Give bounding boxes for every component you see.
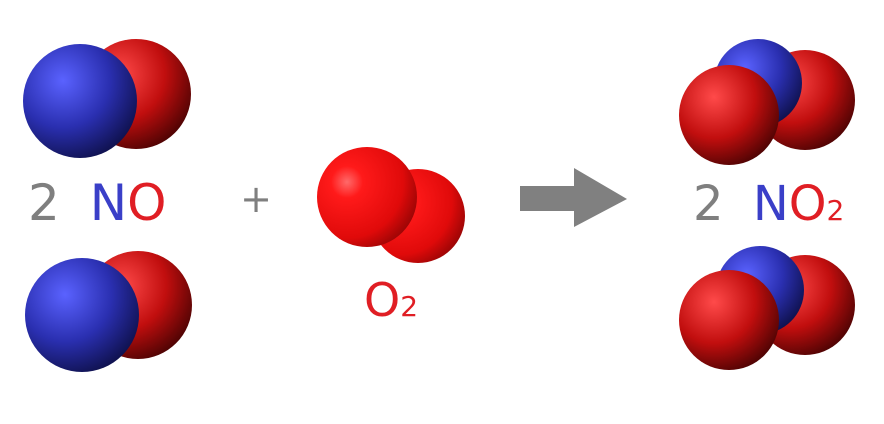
no-molecule-bottom <box>25 251 192 372</box>
no-label: 2 NO <box>28 174 166 232</box>
no2-subscript: 2 <box>827 194 845 227</box>
no2-symbol-n: N <box>753 176 789 232</box>
no2-symbol-o: O <box>789 176 827 232</box>
nitrogen-atom <box>23 44 137 158</box>
reaction-arrow-icon <box>520 168 627 227</box>
no-coefficient: 2 <box>28 174 60 232</box>
plus-sign: + <box>240 177 272 221</box>
oxygen-atom <box>679 65 779 165</box>
o2-subscript: 2 <box>400 290 418 323</box>
no2-coefficient: 2 <box>693 176 724 232</box>
o2-label: O2 <box>364 273 418 327</box>
no-molecule-top <box>23 39 191 158</box>
oxygen-atom <box>317 147 417 247</box>
no-symbol-n: N <box>90 174 127 232</box>
nitrogen-atom <box>25 258 139 372</box>
no2-label: 2 NO2 <box>693 176 844 232</box>
o2-symbol: O <box>364 273 400 327</box>
no2-molecule-bottom <box>679 246 855 370</box>
oxygen-atom <box>679 270 779 370</box>
no2-molecule-top <box>679 39 855 165</box>
o2-molecule <box>317 147 465 263</box>
no-symbol-o: O <box>127 174 166 232</box>
